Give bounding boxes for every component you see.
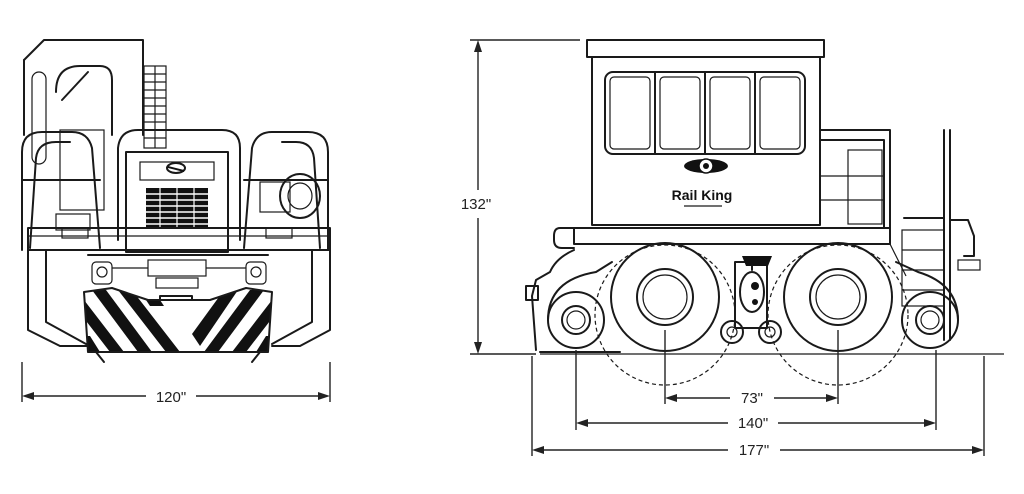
front-deck bbox=[27, 227, 331, 251]
front-striped-bumper bbox=[83, 287, 273, 363]
wheelbase-label: 73" bbox=[741, 390, 763, 407]
front-view bbox=[21, 39, 331, 363]
side-center-housing bbox=[720, 256, 782, 344]
side-front-coupler bbox=[525, 249, 621, 353]
height-label: 132" bbox=[461, 196, 491, 213]
overall-length-label: 177" bbox=[739, 442, 769, 459]
front-grille bbox=[143, 65, 167, 149]
front-lower-frame bbox=[27, 249, 331, 347]
side-view: Rail King bbox=[525, 39, 1004, 386]
length-dimensions: 73" 140" 177" bbox=[531, 330, 985, 459]
front-width-dimension: 120" bbox=[21, 362, 331, 406]
outer-wheel-label: 140" bbox=[738, 415, 768, 432]
front-cab bbox=[23, 39, 144, 211]
side-guide-wheels bbox=[547, 243, 959, 349]
front-hood bbox=[125, 151, 229, 253]
rail-king-logo: Rail King bbox=[672, 158, 733, 207]
front-side-equipment bbox=[55, 173, 321, 231]
side-rear-platform bbox=[819, 129, 981, 341]
brand-name: Rail King bbox=[672, 187, 733, 203]
height-dimension: 132" bbox=[461, 39, 580, 355]
front-width-label: 120" bbox=[156, 389, 186, 406]
